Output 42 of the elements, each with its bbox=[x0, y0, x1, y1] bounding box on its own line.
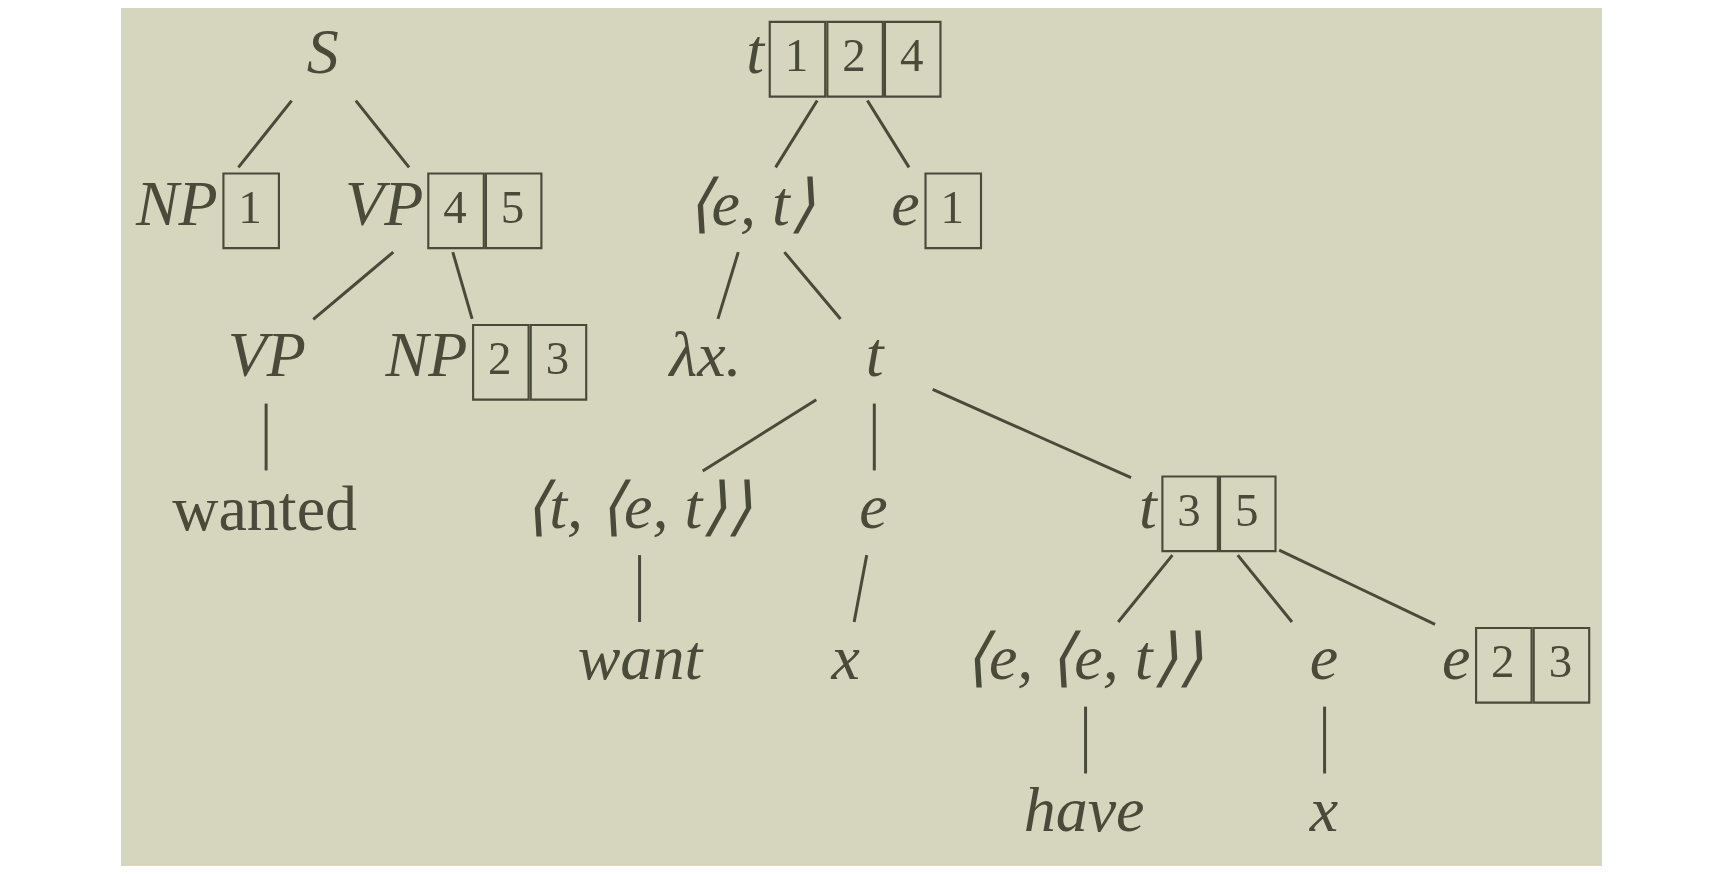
connector bbox=[1323, 706, 1327, 774]
connector bbox=[1117, 554, 1174, 623]
connector bbox=[852, 554, 869, 623]
connector bbox=[716, 251, 740, 320]
connector bbox=[237, 99, 293, 169]
node-text: want bbox=[577, 622, 703, 694]
node-text: ⟨t, ⟨e, t⟩⟩ bbox=[524, 470, 753, 542]
node-text: x bbox=[1309, 773, 1339, 845]
node-text: e bbox=[1309, 622, 1339, 694]
connector bbox=[783, 251, 842, 320]
node-text: ⟨e, t⟩ bbox=[686, 167, 815, 239]
node-label: NP bbox=[385, 319, 468, 391]
connector bbox=[638, 555, 642, 622]
node-box: 1 bbox=[222, 172, 280, 250]
connector bbox=[1278, 548, 1436, 626]
node-label: NP bbox=[135, 167, 218, 239]
node-label: e bbox=[891, 167, 920, 239]
node-text: S bbox=[306, 16, 339, 88]
connector bbox=[932, 388, 1132, 480]
node-text: VP bbox=[227, 319, 306, 391]
node-text: have bbox=[1023, 773, 1145, 845]
connector bbox=[312, 250, 395, 321]
connector bbox=[1236, 554, 1294, 623]
node-text: λx. bbox=[669, 319, 742, 391]
node-label: t bbox=[1138, 470, 1157, 542]
node-label: VP bbox=[345, 167, 424, 239]
node-text: t bbox=[865, 319, 884, 391]
connector bbox=[451, 251, 474, 320]
node-text: e bbox=[859, 470, 888, 542]
node-text: x bbox=[831, 622, 861, 694]
node-label: t bbox=[746, 16, 765, 88]
connector bbox=[701, 398, 818, 473]
node-label: e bbox=[1441, 622, 1471, 694]
connector bbox=[1084, 706, 1088, 774]
connector bbox=[774, 99, 819, 169]
connector bbox=[872, 403, 876, 471]
connector bbox=[354, 99, 411, 169]
connector bbox=[264, 403, 268, 471]
node-text: ⟨e, ⟨e, t⟩⟩ bbox=[963, 622, 1203, 694]
node-text: wanted bbox=[172, 472, 358, 544]
node-box: 1 bbox=[924, 172, 983, 250]
connector bbox=[866, 99, 911, 169]
